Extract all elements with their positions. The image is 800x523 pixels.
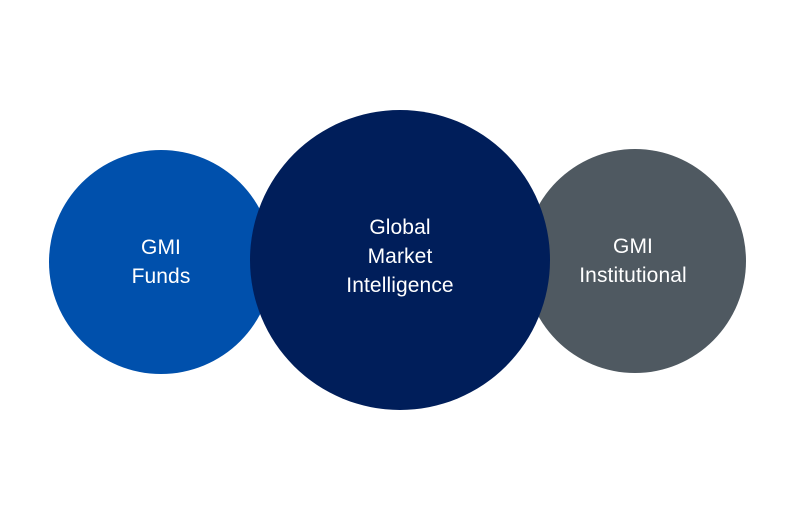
global-market-intelligence-label: Global Market Intelligence bbox=[346, 213, 453, 300]
gmi-institutional-label: GMI Institutional bbox=[579, 232, 687, 290]
gmi-funds-circle: GMI Funds bbox=[49, 150, 273, 374]
gmi-institutional-label-line-2: Institutional bbox=[579, 264, 687, 287]
global-market-intelligence-label-line-3: Intelligence bbox=[346, 273, 454, 297]
gmi-institutional-circle: GMI Institutional bbox=[524, 149, 746, 373]
gmi-funds-label-line-2: Funds bbox=[131, 265, 191, 288]
global-market-intelligence-circle: Global Market Intelligence bbox=[250, 110, 550, 410]
gmi-funds-label: GMI Funds bbox=[132, 233, 191, 291]
global-market-intelligence-label-line-1: Global bbox=[369, 215, 431, 239]
gmi-institutional-label-line-1: GMI bbox=[613, 235, 653, 258]
global-market-intelligence-label-line-2: Market bbox=[367, 244, 433, 268]
gmi-funds-label-line-1: GMI bbox=[141, 236, 181, 259]
